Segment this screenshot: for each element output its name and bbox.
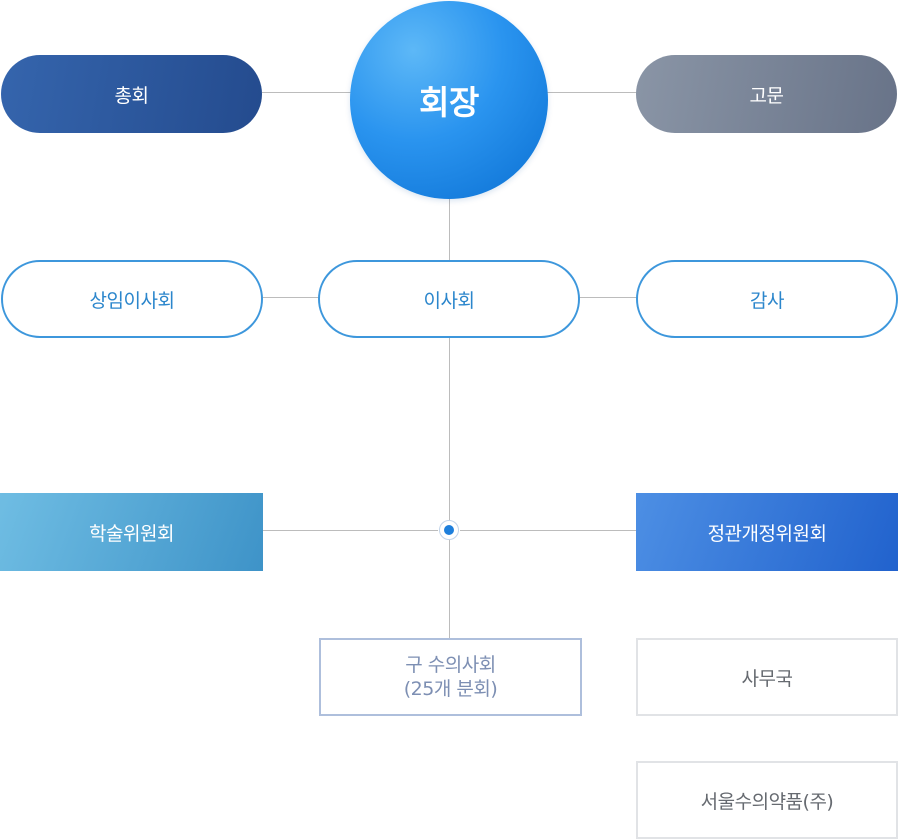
- audit-node: 감사: [636, 260, 898, 338]
- audit-label: 감사: [750, 289, 784, 312]
- district-council-label-line2: (25개 분회): [403, 678, 498, 700]
- secretariat-node: 사무국: [636, 638, 898, 716]
- board-node: 이사회: [318, 260, 580, 338]
- junction-dot-center: [444, 525, 454, 535]
- general-assembly-node: 총회: [1, 55, 262, 133]
- district-council-label-line1: 구 수의사회: [405, 654, 496, 676]
- connector-hub-bylaws: [460, 530, 638, 531]
- connector-academic-hub: [262, 530, 438, 531]
- connector-chairman-advisor: [546, 92, 638, 93]
- bylaws-committee-node: 정관개정위원회: [636, 493, 898, 571]
- pharma-company-node: 서울수의약품(주): [636, 761, 898, 839]
- advisor-node: 고문: [636, 55, 897, 133]
- academic-committee-node: 학술위원회: [0, 493, 263, 571]
- chairman-label: 회장: [419, 83, 479, 122]
- connector-board-down: [449, 337, 450, 639]
- board-label: 이사회: [423, 289, 475, 312]
- connector-board-audit: [578, 297, 638, 298]
- pharma-company-label: 서울수의약품(주): [700, 790, 834, 813]
- bylaws-committee-label: 정관개정위원회: [707, 522, 827, 545]
- standing-board-label: 상임이사회: [89, 289, 175, 312]
- academic-committee-label: 학술위원회: [89, 522, 174, 545]
- secretariat-label: 사무국: [741, 667, 793, 690]
- general-assembly-label: 총회: [114, 84, 149, 107]
- junction-dot: [439, 520, 459, 540]
- district-council-node: 구 수의사회 (25개 분회): [319, 638, 582, 716]
- chairman-node: 회장: [350, 1, 548, 199]
- connector-general-assembly-chairman: [262, 92, 352, 93]
- connector-chairman-board: [449, 198, 450, 262]
- connector-standing-board-board: [262, 297, 319, 298]
- advisor-label: 고문: [749, 84, 784, 107]
- standing-board-node: 상임이사회: [1, 260, 263, 338]
